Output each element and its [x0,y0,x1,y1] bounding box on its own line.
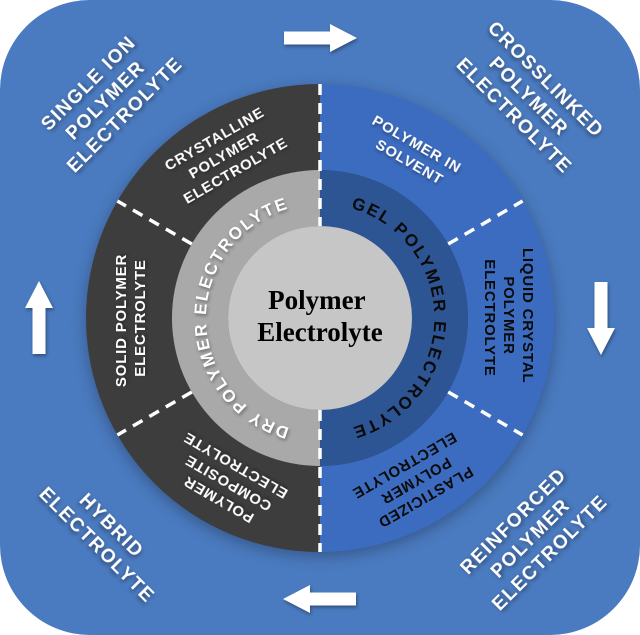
segment-line: LIQUID CRYSTAL [519,248,536,383]
center-circle [228,226,412,410]
divider-upper-right [447,199,524,246]
segment-line: ELECTROLYTE [481,259,498,376]
outer-ring-left-half [86,84,320,552]
outer-ring-right-half [320,84,554,552]
center-line: Polymer [268,285,365,315]
arrow-up-icon [25,281,53,354]
arrow-right-icon [284,24,357,52]
cycle-arrows [25,24,615,613]
center-label: Polymer Electrolyte [257,285,382,347]
segment-line: POLYMER [500,276,517,354]
segment-label-liquid-crystal: LIQUID CRYSTAL POLYMER ELECTROLYTE [481,248,536,388]
classification-wheel: CRYSTALLINE POLYMER ELECTROLYTE SOLID PO… [86,84,554,552]
divider-lower-right [447,390,524,437]
segment-line: ELECTROLYTE [132,259,149,376]
middle-ring-right-half [320,170,468,466]
divider-upper-left [116,199,193,246]
divider-lower-left [116,390,193,437]
arrow-left-icon [283,585,356,613]
middle-ring-left-half [172,170,320,466]
arrow-down-icon [587,282,615,355]
segment-line: SOLID POLYMER [113,254,130,387]
segment-label-solid-polymer: SOLID POLYMER ELECTROLYTE [113,249,149,387]
center-line: Electrolyte [257,317,382,347]
